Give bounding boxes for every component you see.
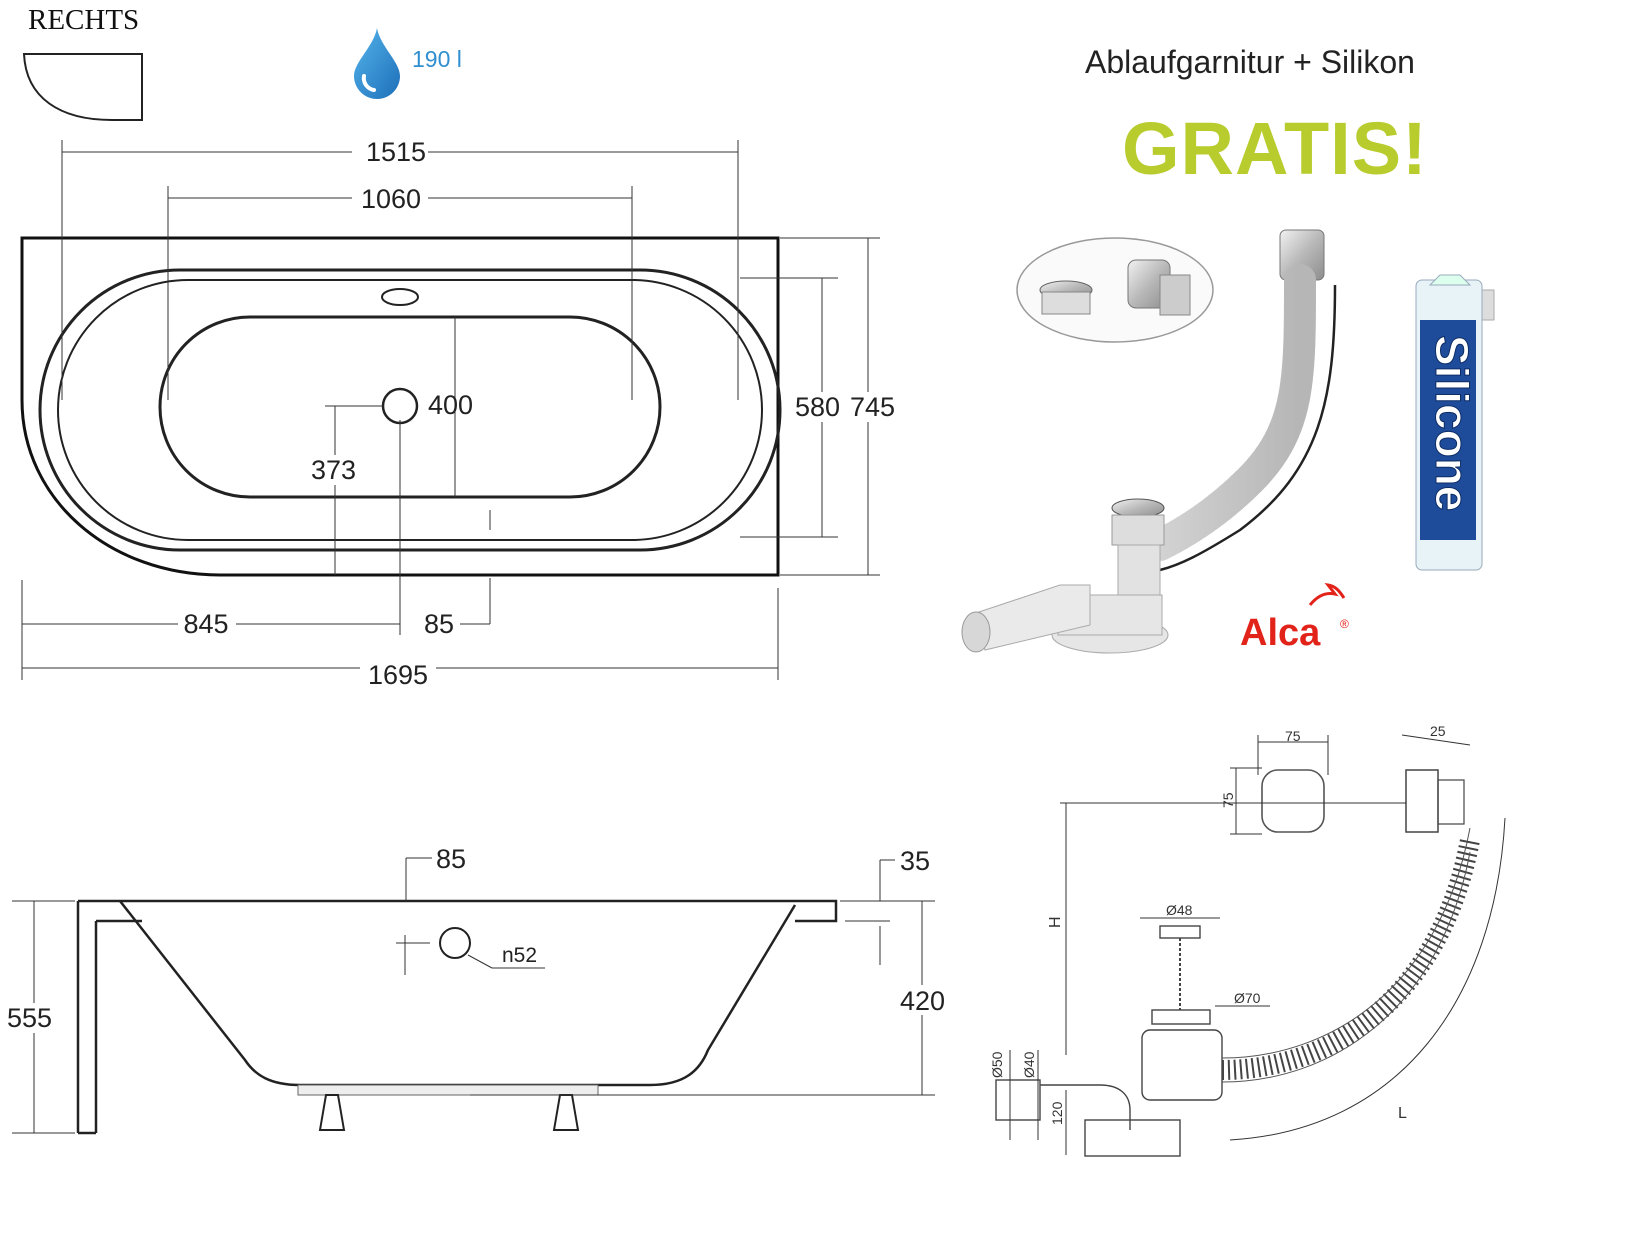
- variant-label: RECHTS: [28, 4, 140, 36]
- dim-outlet-outer: Ø50: [989, 1051, 1005, 1078]
- dim-85-top: 85: [424, 609, 454, 639]
- silicone-label: Silicone: [1426, 335, 1478, 511]
- dim-cap-width: 75: [1285, 728, 1301, 744]
- dim-580: 580: [795, 392, 840, 422]
- dim-cap-height: 75: [1220, 792, 1236, 808]
- dim-plug: Ø48: [1166, 902, 1193, 918]
- dim-l: L: [1398, 1105, 1407, 1122]
- dim-drain: Ø70: [1234, 990, 1261, 1006]
- dim-outlet-height: 120: [1049, 1101, 1065, 1125]
- drain-hole: [381, 387, 419, 425]
- dim-1515: 1515: [366, 137, 426, 167]
- side-view-drawing: n52 85 35 420 555: [6, 844, 948, 1135]
- dim-400: 400: [428, 390, 473, 420]
- dim-555: 555: [7, 1003, 52, 1033]
- drain-set-drawing: 75 75 25 H Ø48 Ø70 L Ø50 Ø40 120: [989, 723, 1506, 1157]
- water-drop-icon: [354, 28, 400, 99]
- dim-373: 373: [311, 455, 356, 485]
- dim-overflow-depth: 25: [1430, 723, 1446, 739]
- svg-text:®: ®: [1340, 617, 1349, 631]
- dim-1060: 1060: [361, 184, 421, 214]
- dim-1695: 1695: [368, 660, 428, 690]
- volume-value: 190 l: [412, 46, 462, 72]
- tub-outline-top: [20, 236, 780, 577]
- top-view-drawing: 1515 1060 400 373 580 745 845 85 1695: [20, 136, 897, 690]
- promo-line: Ablaufgarnitur + Silikon: [1085, 44, 1415, 80]
- dim-n52: n52: [502, 944, 537, 967]
- dim-420: 420: [900, 986, 945, 1016]
- dim-845: 845: [183, 609, 228, 639]
- dim-outlet-inner: Ø40: [1021, 1051, 1037, 1078]
- bird-icon: [1308, 583, 1346, 606]
- drain-set-product-image: Silicone Alca ®: [961, 229, 1495, 654]
- dim-745: 745: [850, 392, 895, 422]
- dim-35: 35: [900, 846, 930, 876]
- corner-shape-icon: [22, 53, 143, 121]
- dim-85-side: 85: [436, 844, 466, 874]
- dim-h: H: [1047, 916, 1064, 928]
- overflow-hole: [381, 288, 419, 306]
- gratis-headline: GRATIS!: [1122, 107, 1428, 190]
- alca-logo: Alca: [1240, 612, 1321, 654]
